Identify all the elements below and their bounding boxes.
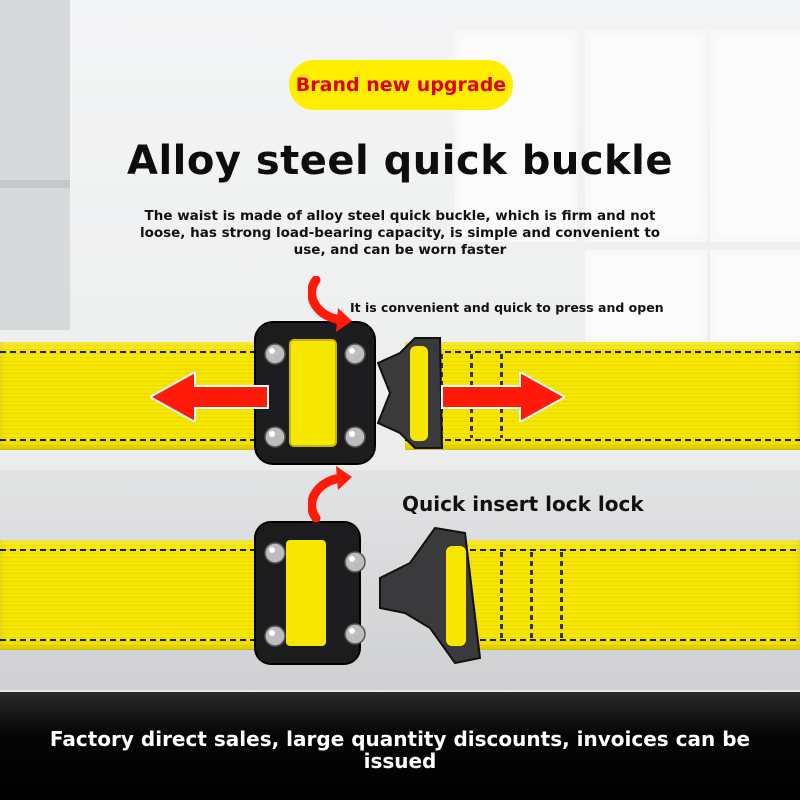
window-pane bbox=[710, 250, 800, 342]
buckle-locked bbox=[254, 521, 482, 665]
upgrade-badge-label: Brand new upgrade bbox=[295, 74, 507, 96]
bartack-stitch bbox=[500, 552, 503, 638]
upgrade-badge: Brand new upgrade bbox=[289, 60, 513, 110]
window-left bbox=[0, 0, 70, 330]
product-description: The waist is made of alloy steel quick b… bbox=[139, 208, 661, 258]
window-left-frame bbox=[0, 180, 70, 188]
strap-bottom-right bbox=[460, 540, 800, 650]
insert-lock-callout: Quick insert lock lock bbox=[402, 492, 644, 516]
window-pane bbox=[585, 30, 707, 242]
strap-bottom-left bbox=[0, 540, 300, 650]
bartack-stitch bbox=[560, 552, 563, 638]
page-title: Alloy steel quick buckle bbox=[126, 138, 673, 184]
curved-arrow-icon bbox=[308, 466, 352, 523]
left-arrow-icon bbox=[150, 372, 269, 422]
window-pane bbox=[710, 30, 800, 242]
bartack-stitch bbox=[530, 552, 533, 638]
right-arrow-icon bbox=[441, 372, 565, 422]
window-pane bbox=[585, 250, 707, 342]
footer-text: Factory direct sales, large quantity dis… bbox=[49, 727, 751, 773]
buckle-open bbox=[254, 321, 444, 465]
curved-arrow-icon bbox=[308, 276, 352, 332]
press-open-callout: It is convenient and quick to press and … bbox=[350, 300, 664, 315]
footer-bar bbox=[0, 692, 800, 800]
